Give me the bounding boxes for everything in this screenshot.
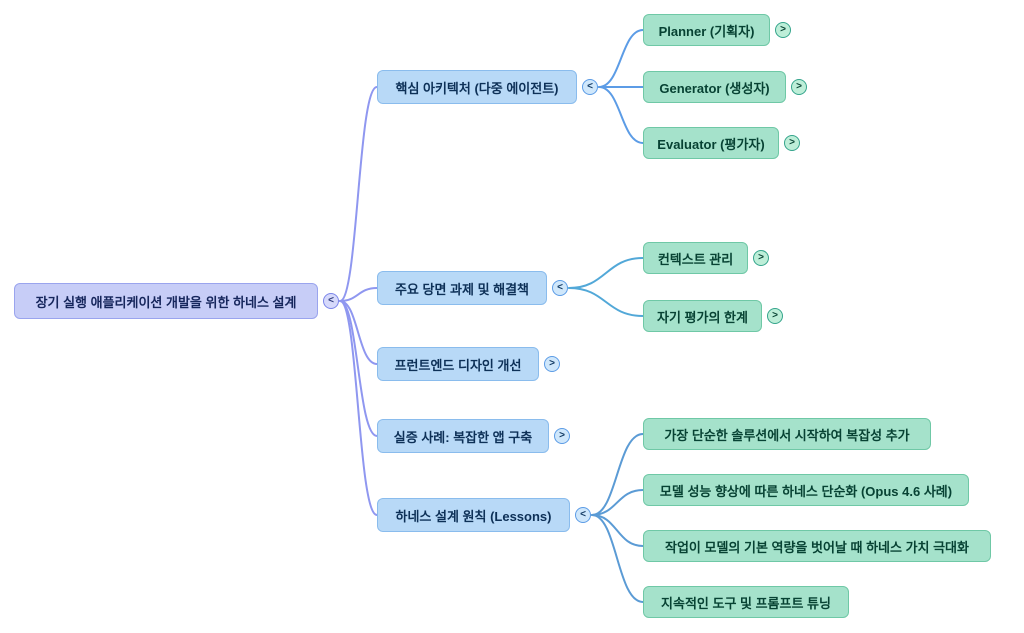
link-chal-selfeval: [568, 287, 644, 317]
leaf-node-simplify-harness[interactable]: 모델 성능 향상에 따른 하네스 단순화 (Opus 4.6 사례): [643, 474, 969, 506]
link-arch-planner: [598, 29, 644, 88]
link-root-casestudy: [339, 300, 378, 437]
branch-node-casestudy[interactable]: 실증 사례: 복잡한 앱 구축 >: [377, 419, 570, 453]
collapse-toggle-icon[interactable]: <: [323, 293, 339, 309]
link-root-architecture: [339, 86, 378, 302]
root-node[interactable]: 장기 실행 애플리케이션 개발을 위한 하네스 설계 <: [14, 283, 339, 319]
expand-toggle-icon[interactable]: >: [784, 135, 800, 151]
link-lessons-simplify: [591, 489, 644, 516]
link-lessons-tuning: [591, 514, 644, 603]
leaf-node-start-simple[interactable]: 가장 단순한 솔루션에서 시작하여 복잡성 추가: [643, 418, 931, 450]
expand-toggle-icon[interactable]: >: [544, 356, 560, 372]
leaf-node-label: 지속적인 도구 및 프롬프트 튜닝: [661, 595, 831, 611]
branch-node-label: 주요 당면 과제 및 해결책: [394, 281, 530, 297]
branch-node-architecture[interactable]: 핵심 아키텍처 (다중 에이전트) <: [377, 70, 598, 104]
leaf-node-label: 컨텍스트 관리: [657, 251, 734, 267]
leaf-node-label: Generator (생성자): [659, 80, 770, 96]
branch-node-label: 하네스 설계 원칙 (Lessons): [395, 508, 552, 524]
leaf-node-label: Evaluator (평가자): [657, 136, 765, 152]
branch-node-lessons[interactable]: 하네스 설계 원칙 (Lessons) <: [377, 498, 591, 532]
link-lessons-simple: [591, 433, 644, 516]
leaf-node-generator[interactable]: Generator (생성자) >: [643, 71, 807, 103]
branch-node-frontend[interactable]: 프런트엔드 디자인 개선 >: [377, 347, 560, 381]
collapse-toggle-icon[interactable]: <: [582, 79, 598, 95]
branch-node-label: 프런트엔드 디자인 개선: [394, 357, 522, 373]
leaf-node-label: 작업이 모델의 기본 역량을 벗어날 때 하네스 가치 극대화: [665, 539, 969, 555]
collapse-toggle-icon[interactable]: <: [575, 507, 591, 523]
link-arch-evaluator: [598, 86, 644, 144]
branch-node-label: 실증 사례: 복잡한 앱 구축: [393, 429, 533, 445]
link-lessons-value: [591, 514, 644, 547]
leaf-node-evaluator[interactable]: Evaluator (평가자) >: [643, 127, 800, 159]
leaf-node-label: 모델 성능 향상에 따른 하네스 단순화 (Opus 4.6 사례): [659, 483, 953, 499]
leaf-node-label: Planner (기획자): [658, 23, 755, 39]
link-root-lessons: [339, 300, 378, 516]
branch-node-challenges[interactable]: 주요 당면 과제 및 해결책 <: [377, 271, 568, 305]
expand-toggle-icon[interactable]: >: [753, 250, 769, 266]
leaf-node-context[interactable]: 컨텍스트 관리 >: [643, 242, 769, 274]
link-root-frontend: [339, 300, 378, 365]
branch-node-label: 핵심 아키텍처 (다중 에이전트): [395, 80, 559, 96]
leaf-node-label: 가장 단순한 솔루션에서 시작하여 복잡성 추가: [664, 427, 910, 443]
leaf-node-selfeval[interactable]: 자기 평가의 한계 >: [643, 300, 783, 332]
expand-toggle-icon[interactable]: >: [791, 79, 807, 95]
link-root-challenges: [339, 287, 378, 302]
link-chal-context: [568, 257, 644, 289]
leaf-node-harness-value[interactable]: 작업이 모델의 기본 역량을 벗어날 때 하네스 가치 극대화: [643, 530, 991, 562]
leaf-node-label: 자기 평가의 한계: [657, 309, 748, 325]
expand-toggle-icon[interactable]: >: [775, 22, 791, 38]
root-node-label: 장기 실행 애플리케이션 개발을 위한 하네스 설계: [35, 294, 297, 310]
expand-toggle-icon[interactable]: >: [554, 428, 570, 444]
leaf-node-planner[interactable]: Planner (기획자) >: [643, 14, 791, 46]
leaf-node-continuous-tuning[interactable]: 지속적인 도구 및 프롬프트 튜닝: [643, 586, 849, 618]
collapse-toggle-icon[interactable]: <: [552, 280, 568, 296]
expand-toggle-icon[interactable]: >: [767, 308, 783, 324]
